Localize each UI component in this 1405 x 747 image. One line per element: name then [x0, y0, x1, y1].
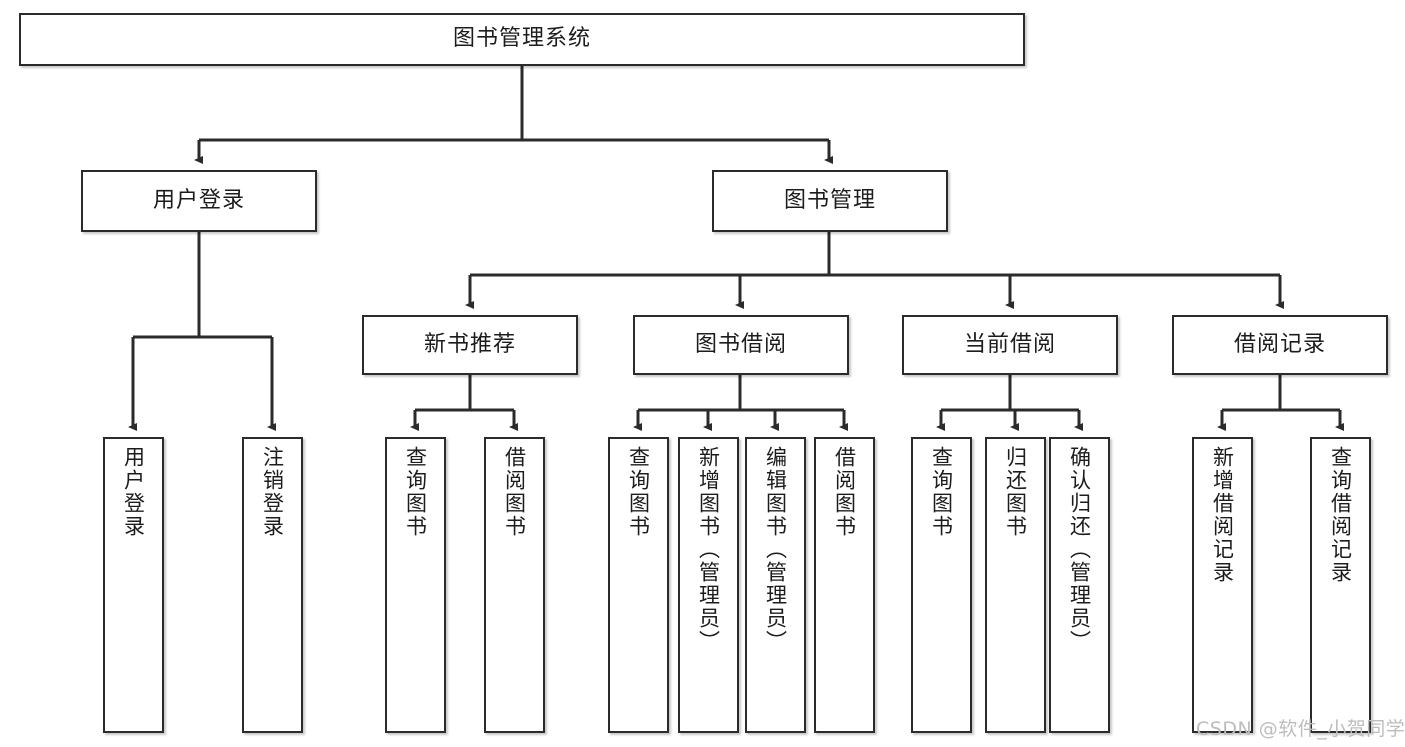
node-leaf-user-login[interactable]: 用户登录: [103, 437, 164, 733]
node-book-manage[interactable]: 图书管理: [712, 170, 948, 232]
node-user-login-label: 用户登录: [152, 187, 245, 213]
node-book-borrow-label: 图书借阅: [694, 331, 787, 357]
node-leaf-edit-book-label: 编辑图书（管理员）: [763, 446, 788, 653]
node-leaf-query-book-1[interactable]: 查询图书: [385, 437, 446, 733]
node-leaf-return-book-label: 归还图书: [1003, 446, 1028, 538]
node-book-manage-label: 图书管理: [783, 187, 876, 213]
node-leaf-query-record[interactable]: 查询借阅记录: [1310, 437, 1371, 733]
node-new-book-recommend-label: 新书推荐: [423, 331, 516, 357]
node-current-borrow[interactable]: 当前借阅: [902, 315, 1118, 375]
node-leaf-return-book[interactable]: 归还图书: [985, 437, 1046, 733]
node-leaf-add-record[interactable]: 新增借阅记录: [1192, 437, 1253, 733]
node-user-login[interactable]: 用户登录: [81, 170, 317, 232]
node-leaf-user-login-label: 用户登录: [121, 446, 146, 538]
node-leaf-borrow-book-2[interactable]: 借阅图书: [814, 437, 875, 733]
node-leaf-add-book[interactable]: 新增图书（管理员）: [678, 437, 739, 733]
node-leaf-borrow-book-1-label: 借阅图书: [502, 446, 527, 538]
node-new-book-recommend[interactable]: 新书推荐: [362, 315, 578, 375]
node-leaf-confirm-return-label: 确认归还（管理员）: [1067, 446, 1092, 653]
node-leaf-confirm-return[interactable]: 确认归还（管理员）: [1049, 437, 1110, 733]
node-leaf-query-book-2-label: 查询图书: [626, 446, 651, 538]
watermark: CSDN @软件_小贺同学: [1196, 718, 1405, 740]
node-borrow-record-label: 借阅记录: [1233, 331, 1326, 357]
node-leaf-query-record-label: 查询借阅记录: [1328, 446, 1353, 584]
node-leaf-query-book-1-label: 查询图书: [403, 446, 428, 538]
node-current-borrow-label: 当前借阅: [963, 331, 1056, 357]
node-leaf-add-record-label: 新增借阅记录: [1210, 446, 1235, 584]
node-book-borrow[interactable]: 图书借阅: [633, 315, 849, 375]
node-leaf-edit-book[interactable]: 编辑图书（管理员）: [745, 437, 806, 733]
node-leaf-borrow-book-2-label: 借阅图书: [832, 446, 857, 538]
node-leaf-borrow-book-1[interactable]: 借阅图书: [484, 437, 545, 733]
node-leaf-query-book-3-label: 查询图书: [929, 446, 954, 538]
node-leaf-add-book-label: 新增图书（管理员）: [696, 446, 721, 653]
node-leaf-logout-login-label: 注销登录: [260, 446, 285, 538]
node-leaf-logout-login[interactable]: 注销登录: [242, 437, 303, 733]
node-root-label: 图书管理系统: [452, 26, 591, 52]
node-leaf-query-book-3[interactable]: 查询图书: [911, 437, 972, 733]
node-root[interactable]: 图书管理系统: [19, 13, 1025, 66]
node-borrow-record[interactable]: 借阅记录: [1172, 315, 1388, 375]
node-leaf-query-book-2[interactable]: 查询图书: [608, 437, 669, 733]
